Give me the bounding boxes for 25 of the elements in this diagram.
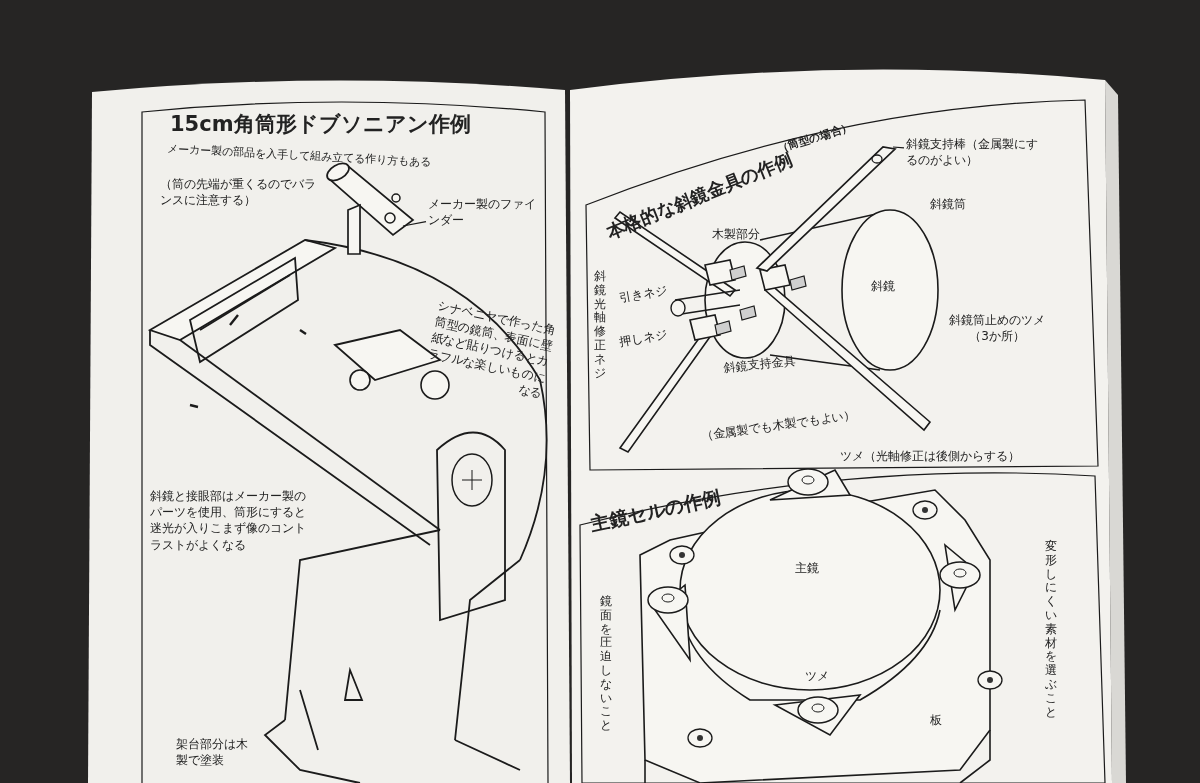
part-label: 板	[930, 712, 943, 729]
leader-line	[402, 221, 427, 227]
subtitle: メーカー製の部品を入手して組み立てる作り方もある	[167, 142, 433, 171]
note-text: 鏡面を圧迫しないこと	[600, 595, 613, 733]
note-text: 斜鏡と接眼部はメーカー製のパーツを使用、筒形にすると迷光が入りこまず像のコントラストがよくなる	[150, 488, 307, 553]
heading: 主鏡セルの作例	[588, 484, 724, 537]
note-text: （筒の先端が重くるのでバランスに注意する）	[160, 176, 317, 209]
part-label: 斜鏡	[871, 278, 896, 295]
leader-line	[892, 146, 905, 149]
heading: 15cm角筒形ドブソニアン作例	[170, 111, 472, 138]
part-label: ツメ（光軸修正は後側からする）	[840, 448, 1021, 465]
part-label: 斜鏡支持金具	[723, 352, 798, 377]
note-text: （金属製でも木製でもよい）	[700, 406, 858, 445]
part-label: 主鏡	[795, 560, 820, 577]
note-text: 架台部分は木製で塗装	[176, 736, 249, 769]
part-label: 引きネジ	[618, 281, 669, 306]
callout-label: メーカー製のファインダー	[428, 196, 538, 229]
part-label: 斜鏡光軸修正ネジ	[594, 270, 607, 381]
note-text: 変形しにくい素材を選ぶこと	[1045, 540, 1058, 720]
part-label: 押しネジ	[618, 325, 669, 350]
part-label: ツメ	[805, 668, 830, 685]
callout-label: 斜鏡支持棒（金属製にするのがよい）	[906, 136, 1041, 169]
part-label: 斜鏡筒止めのツメ（3か所）	[948, 312, 1046, 345]
part-label: 木製部分	[712, 226, 761, 243]
part-label: 斜鏡筒	[930, 196, 967, 213]
